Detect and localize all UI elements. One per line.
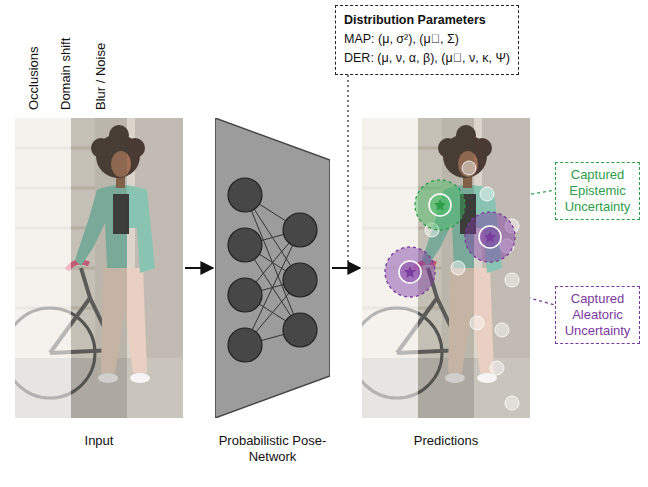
formula-line: MAP: (μ, σ²), (μ⃗, Σ) [344, 30, 510, 49]
caption: Input [0, 433, 203, 449]
column-label: Occlusions [26, 46, 42, 110]
network-trapezoid: Probabilistic Pose-Network [215, 118, 330, 418]
flow-arrow [332, 267, 360, 269]
network-trapezoid-art [215, 118, 330, 418]
prediction-image: Predictions [362, 118, 530, 418]
input-image-art [15, 118, 183, 418]
caption: Predictions [342, 433, 550, 449]
parameter-box: Distribution ParametersMAP: (μ, σ²), (μ⃗… [335, 5, 519, 75]
column-label: Blur / Noise [93, 43, 109, 110]
box-heading: Distribution Parameters [344, 11, 510, 30]
formula-line: DER: (μ, ν, α, β), (μ⃗, ν, κ, Ψ) [344, 49, 510, 68]
input-image: Input [15, 118, 183, 418]
callout-text: Captured Epistemic Uncertainty [559, 167, 636, 215]
aleatoric-callout: Captured Aleatoric Uncertainty [555, 286, 640, 344]
prediction-image-art [362, 118, 530, 418]
epistemic-callout: Captured Epistemic Uncertainty [555, 162, 640, 220]
flow-arrow [185, 267, 213, 269]
caption: Probabilistic Pose-Network [195, 433, 350, 465]
column-label: Domain shift [58, 38, 74, 110]
callout-text: Captured Aleatoric Uncertainty [559, 291, 636, 339]
